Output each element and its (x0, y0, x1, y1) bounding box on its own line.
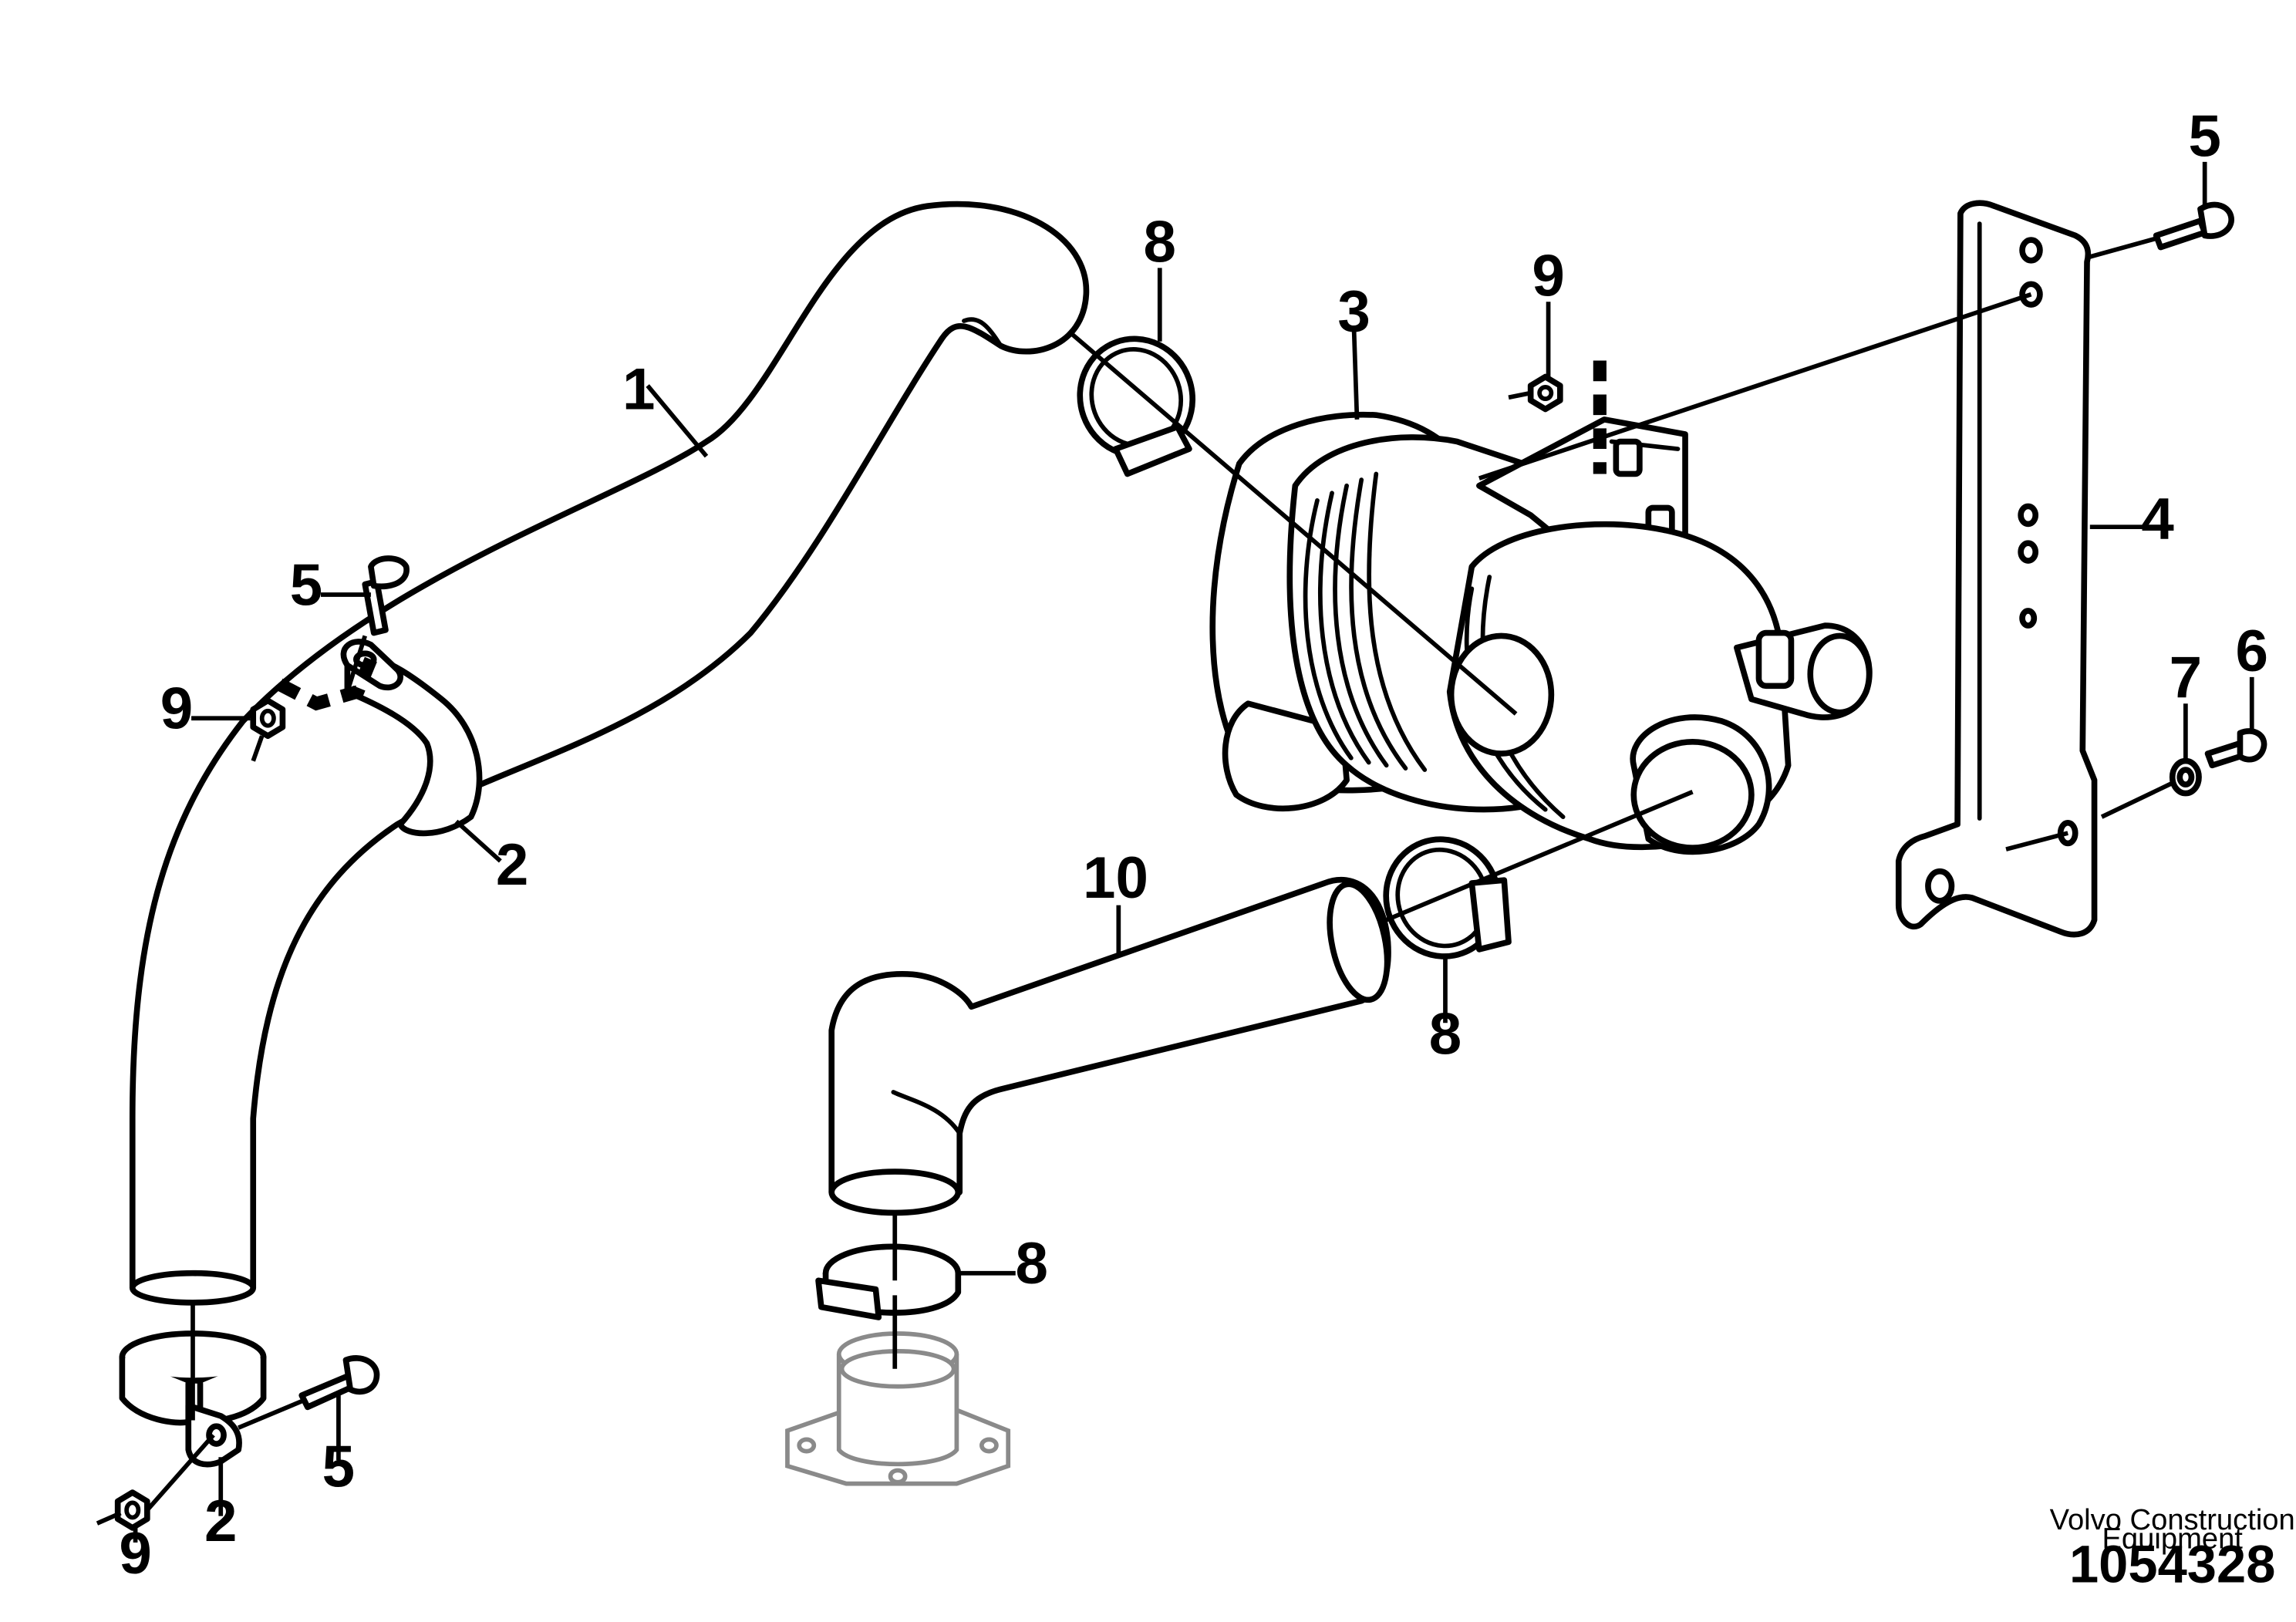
screw-5-lower (298, 1355, 380, 1411)
callout-2-lower: 2 (204, 1489, 237, 1554)
nut-9-bottom (114, 1489, 150, 1531)
bracket-4 (1895, 200, 2098, 938)
p-clamp-2-upper (340, 639, 483, 837)
callout-leaders (133, 161, 2254, 1543)
callout-9-left: 9 (160, 676, 193, 742)
callout-9-top: 9 (1532, 244, 1564, 309)
callout-8-top: 8 (1144, 210, 1176, 275)
callout-9-bottom: 9 (119, 1521, 151, 1587)
screw-5-upper-right (2153, 201, 2234, 251)
screw-6 (2204, 728, 2267, 769)
callout-5-lower: 5 (322, 1434, 355, 1499)
callout-labels: 1 2 2 3 4 5 5 5 6 7 8 8 8 9 9 9 10 (119, 103, 2268, 1587)
callout-5-upper-left: 5 (290, 552, 322, 618)
callout-7: 7 (2170, 646, 2202, 711)
callout-10: 10 (1083, 845, 1148, 911)
footer-company-line1: Volvo Construction (2050, 1503, 2295, 1536)
callout-6: 6 (2236, 619, 2268, 684)
callout-1: 1 (622, 357, 655, 423)
callout-3: 3 (1337, 278, 1370, 344)
footer-company-line2: Equipment (2102, 1523, 2243, 1556)
callout-4: 4 (2141, 486, 2174, 551)
callout-2-upper: 2 (496, 832, 528, 898)
nut-9-left (250, 697, 286, 739)
drawing-number: 1054328 (2069, 1534, 2275, 1593)
hose-clamp-8-bottom (815, 1243, 962, 1320)
washer-7 (2169, 757, 2202, 797)
callout-8-right: 8 (1429, 1001, 1462, 1067)
nut-9-top (1527, 373, 1563, 413)
callout-8-bottom: 8 (1016, 1231, 1048, 1297)
footer: Volvo Construction Equipment 1054328 (2050, 1503, 2295, 1594)
callout-5-upper-right: 5 (2188, 103, 2220, 169)
air-filter-3 (1209, 411, 1873, 855)
hose-clamp-8-top (1077, 336, 1196, 477)
assembly-link-dashed-left (276, 656, 377, 711)
assembly-centre-lines (96, 236, 2173, 1526)
hose-10 (828, 876, 1391, 1216)
turbo-inlet-flange (785, 1331, 1011, 1486)
